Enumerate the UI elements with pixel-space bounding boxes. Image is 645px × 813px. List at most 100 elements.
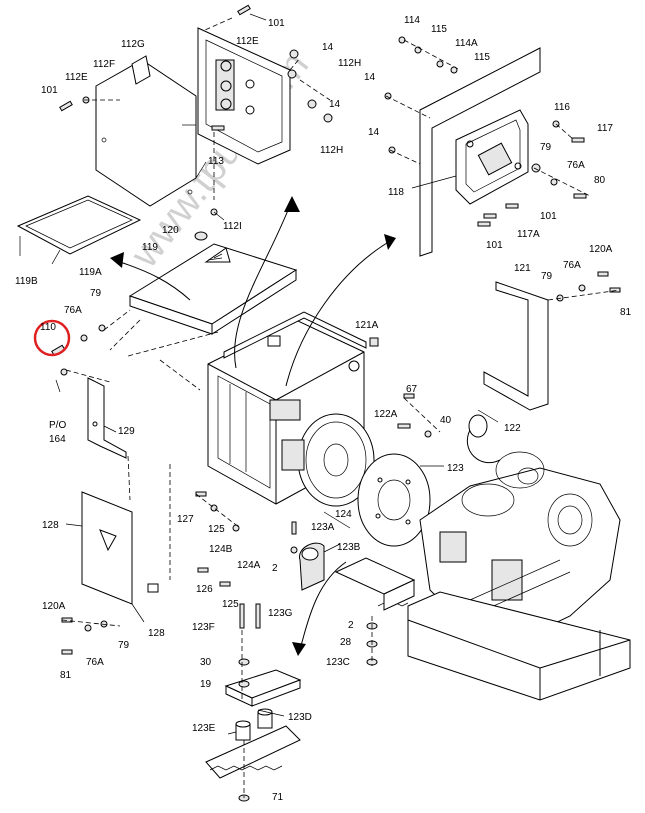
label-112f: 112F [93,59,115,70]
isolator-123e [235,720,251,741]
label-124: 124 [335,509,352,520]
label-112g: 112G [121,39,145,50]
label-81: 81 [620,307,632,318]
highlight-circle-110 [33,319,71,357]
label-19: 19 [200,679,212,690]
label-14: 14 [322,42,334,53]
label-2: 2 [348,620,354,631]
label-114a: 114A [455,38,478,49]
generator-housing [127,311,375,507]
label-129: 129 [118,426,135,437]
label-114: 114 [404,15,420,26]
callout-labels: 101 112G 112E 112F 101 112E 14 112H 14 1… [15,15,632,803]
strap-123b [299,542,325,591]
label-124a: 124A [237,560,261,571]
label-121: 121 [514,263,531,274]
label-76a: 76A [64,305,82,316]
direction-arrow-down [292,561,347,656]
label-122: 122 [504,423,521,434]
label-40: 40 [440,415,452,426]
engine-assembly [407,414,631,701]
label-80: 80 [594,175,606,186]
label-118: 118 [388,187,404,198]
label-123: 123 [447,463,464,474]
label-79: 79 [540,142,552,153]
label-128: 128 [148,628,165,639]
label-128: 128 [42,520,59,531]
cover-panel-112g [95,55,197,207]
plate-119a [16,195,142,256]
direction-arrow-left [110,252,191,301]
label-67: 67 [406,384,418,395]
label-76a: 76A [563,260,581,271]
label-120: 120 [162,225,179,236]
label-119b: 119B [15,276,38,287]
label-125: 125 [222,599,239,610]
label-117: 117 [597,123,613,134]
label-124b: 124B [209,544,233,555]
label-79: 79 [118,640,130,651]
label-123c: 123C [326,657,350,668]
label-112h: 112H [338,58,361,69]
label-121a: 121A [355,320,379,331]
cap-120 [194,231,208,241]
side-panel-128 [81,491,159,605]
control-panel-112e [197,17,301,200]
label-164: 164 [49,434,66,445]
base-rail [205,725,301,779]
label-123g: 123G [268,608,293,619]
label-110: 110 [40,322,56,333]
mount-plate [224,669,302,707]
label-123d: 123D [288,712,312,723]
bracket-129 [87,377,127,459]
label-115: 115 [431,24,447,35]
label-76a: 76A [567,160,585,171]
label-101: 101 [41,85,58,96]
right-wall-panel [419,47,541,257]
label-81: 81 [60,670,72,681]
direction-arrow-top [234,196,300,369]
label-123a: 123A [311,522,335,533]
label-120a: 120A [589,244,613,255]
direction-arrow-right [285,234,396,387]
label-113: 113 [208,156,224,167]
label-123b: 123B [337,542,361,553]
label-115: 115 [474,52,490,63]
label-122a: 122A [374,409,398,420]
label-112e: 112E [236,36,259,47]
label-po: P/O [49,420,66,431]
label-126: 126 [196,584,213,595]
label-101: 101 [268,18,285,29]
label-71: 71 [272,792,284,803]
label-123f: 123F [192,622,215,633]
label-79: 79 [90,288,102,299]
label-117a: 117A [517,229,540,240]
label-120a: 120A [42,601,66,612]
label-101: 101 [540,211,557,222]
label-2: 2 [272,563,278,574]
label-112i: 112I [223,221,242,232]
label-14: 14 [329,99,341,110]
assembly-leader-lines [61,39,621,798]
label-101: 101 [486,240,503,251]
bracket-121 [483,281,549,411]
label-112h: 112H [320,145,343,156]
label-116: 116 [554,102,570,113]
rail-section [334,557,416,611]
flywheel-123 [357,453,431,547]
label-119: 119 [142,242,158,253]
label-leaders [51,13,499,735]
top-cover-119 [128,243,298,335]
label-79: 79 [541,271,553,282]
label-30: 30 [200,657,212,668]
label-125: 125 [208,524,225,535]
label-76a: 76A [86,657,104,668]
label-123e: 123E [192,723,216,734]
label-28: 28 [340,637,352,648]
label-14: 14 [368,127,380,138]
label-112e: 112E [65,72,88,83]
label-14: 14 [364,72,376,83]
label-127: 127 [177,514,194,525]
